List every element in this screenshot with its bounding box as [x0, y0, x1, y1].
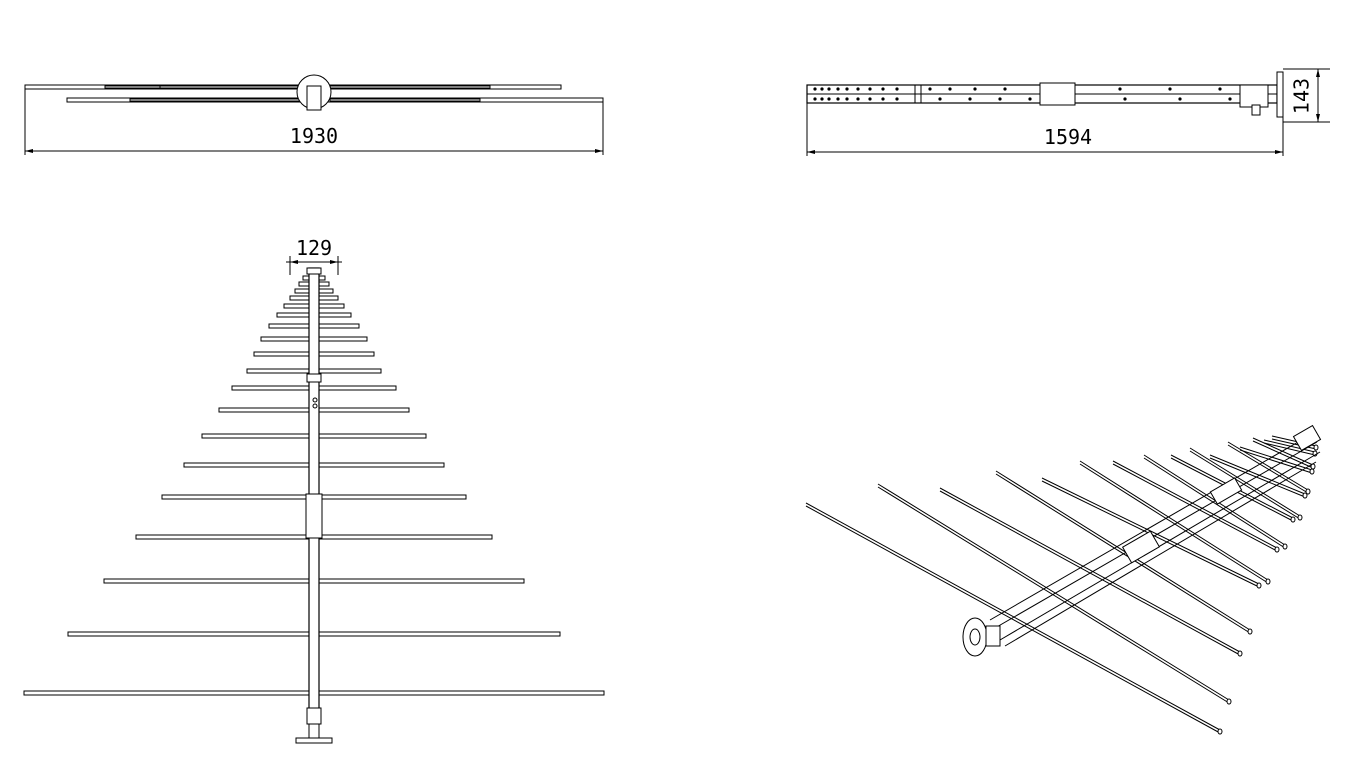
iso-elements — [805, 435, 1319, 735]
iso-rod-element — [1189, 450, 1301, 520]
iso-boom-lower-edge — [1004, 461, 1317, 647]
dim-arrow — [1275, 150, 1283, 154]
iso-rod-element — [1263, 439, 1316, 453]
iso-rod-element — [1143, 457, 1286, 549]
dim-label-side-height: 143 — [1290, 78, 1314, 114]
iso-rod-element — [1079, 460, 1269, 581]
iso-mount-flange — [962, 617, 988, 657]
front-element-inner — [329, 98, 481, 102]
top-mount-plate — [295, 737, 333, 744]
top-view: 129 — [23, 236, 605, 744]
front-view: 1930 — [24, 74, 604, 155]
iso-rod-end-cap — [1217, 728, 1223, 735]
side-holes — [813, 87, 1232, 101]
dim-arrow — [290, 260, 298, 264]
isometric-view — [805, 424, 1322, 735]
iso-rod-element — [1252, 440, 1314, 469]
iso-rod-end-cap — [1309, 468, 1315, 475]
iso-rod-element — [1227, 444, 1309, 494]
top-bolt — [312, 403, 318, 409]
top-bracket — [306, 373, 322, 383]
iso-boom-top-edge — [989, 433, 1313, 621]
iso-rod-end-cap — [1305, 488, 1311, 495]
iso-rod-end-cap — [1237, 650, 1243, 657]
iso-rod-end-cap — [1256, 582, 1262, 589]
iso-rod-element — [1252, 437, 1314, 466]
side-connector-block — [1239, 84, 1269, 108]
iso-rod-element — [995, 470, 1251, 631]
iso-rod-end-cap — [1313, 444, 1319, 451]
iso-mount-hole — [969, 628, 981, 646]
iso-rod-end-cap — [1290, 516, 1296, 523]
dim-arrow — [330, 260, 338, 264]
dim-label-side-length: 1594 — [1044, 125, 1092, 149]
iso-boom-mid-edge — [994, 441, 1318, 629]
iso-rod-end-cap — [1297, 514, 1303, 521]
iso-rod-element — [805, 505, 1221, 734]
iso-rod-end-cap — [1302, 492, 1308, 499]
iso-rod-element — [1112, 463, 1278, 552]
iso-rod-end-cap — [1247, 628, 1253, 635]
dim-arrow — [595, 149, 603, 153]
iso-rod-end-cap — [1282, 543, 1288, 550]
top-boom — [308, 267, 320, 719]
iso-rod-element — [1263, 442, 1316, 456]
dim-label-top-width: 129 — [296, 236, 332, 260]
iso-rod-end-cap — [1274, 546, 1280, 553]
side-bracket — [1039, 82, 1076, 106]
dim-arrow — [25, 149, 33, 153]
iso-rod-end-cap — [1265, 578, 1271, 585]
iso-rod-element — [1209, 457, 1306, 498]
iso-connector — [985, 625, 1001, 647]
dim-arrow — [1316, 114, 1320, 122]
iso-rod-element — [1079, 463, 1269, 584]
dim-label-front-width: 1930 — [290, 124, 338, 148]
iso-rod-element — [1239, 446, 1313, 471]
iso-end-bracket — [1292, 424, 1322, 452]
side-mount-plate — [1276, 71, 1284, 118]
top-bolt — [312, 397, 318, 403]
iso-bracket — [1121, 530, 1161, 564]
top-bracket-large — [305, 493, 323, 539]
iso-bracket — [1209, 477, 1243, 505]
iso-rod-element — [939, 487, 1241, 653]
top-connector-body — [308, 723, 320, 739]
iso-rod-element — [877, 486, 1230, 704]
iso-rod-end-cap — [1226, 698, 1232, 705]
top-end-cap — [306, 267, 322, 275]
front-connector — [306, 85, 322, 111]
iso-rod-element — [805, 502, 1221, 731]
dim-arrow — [807, 150, 815, 154]
iso-rod-element — [1112, 460, 1278, 549]
iso-rod-element — [1209, 454, 1306, 495]
side-connector — [1251, 104, 1261, 116]
front-element-inner — [129, 98, 301, 102]
dim-arrow — [1316, 69, 1320, 77]
iso-rod-element — [1189, 447, 1301, 517]
side-view: 1594 143 — [806, 68, 1330, 156]
top-connector — [306, 707, 322, 725]
iso-rod-element — [877, 483, 1230, 701]
iso-rod-element — [1239, 449, 1313, 474]
iso-boom-bottom-edge — [999, 451, 1321, 641]
